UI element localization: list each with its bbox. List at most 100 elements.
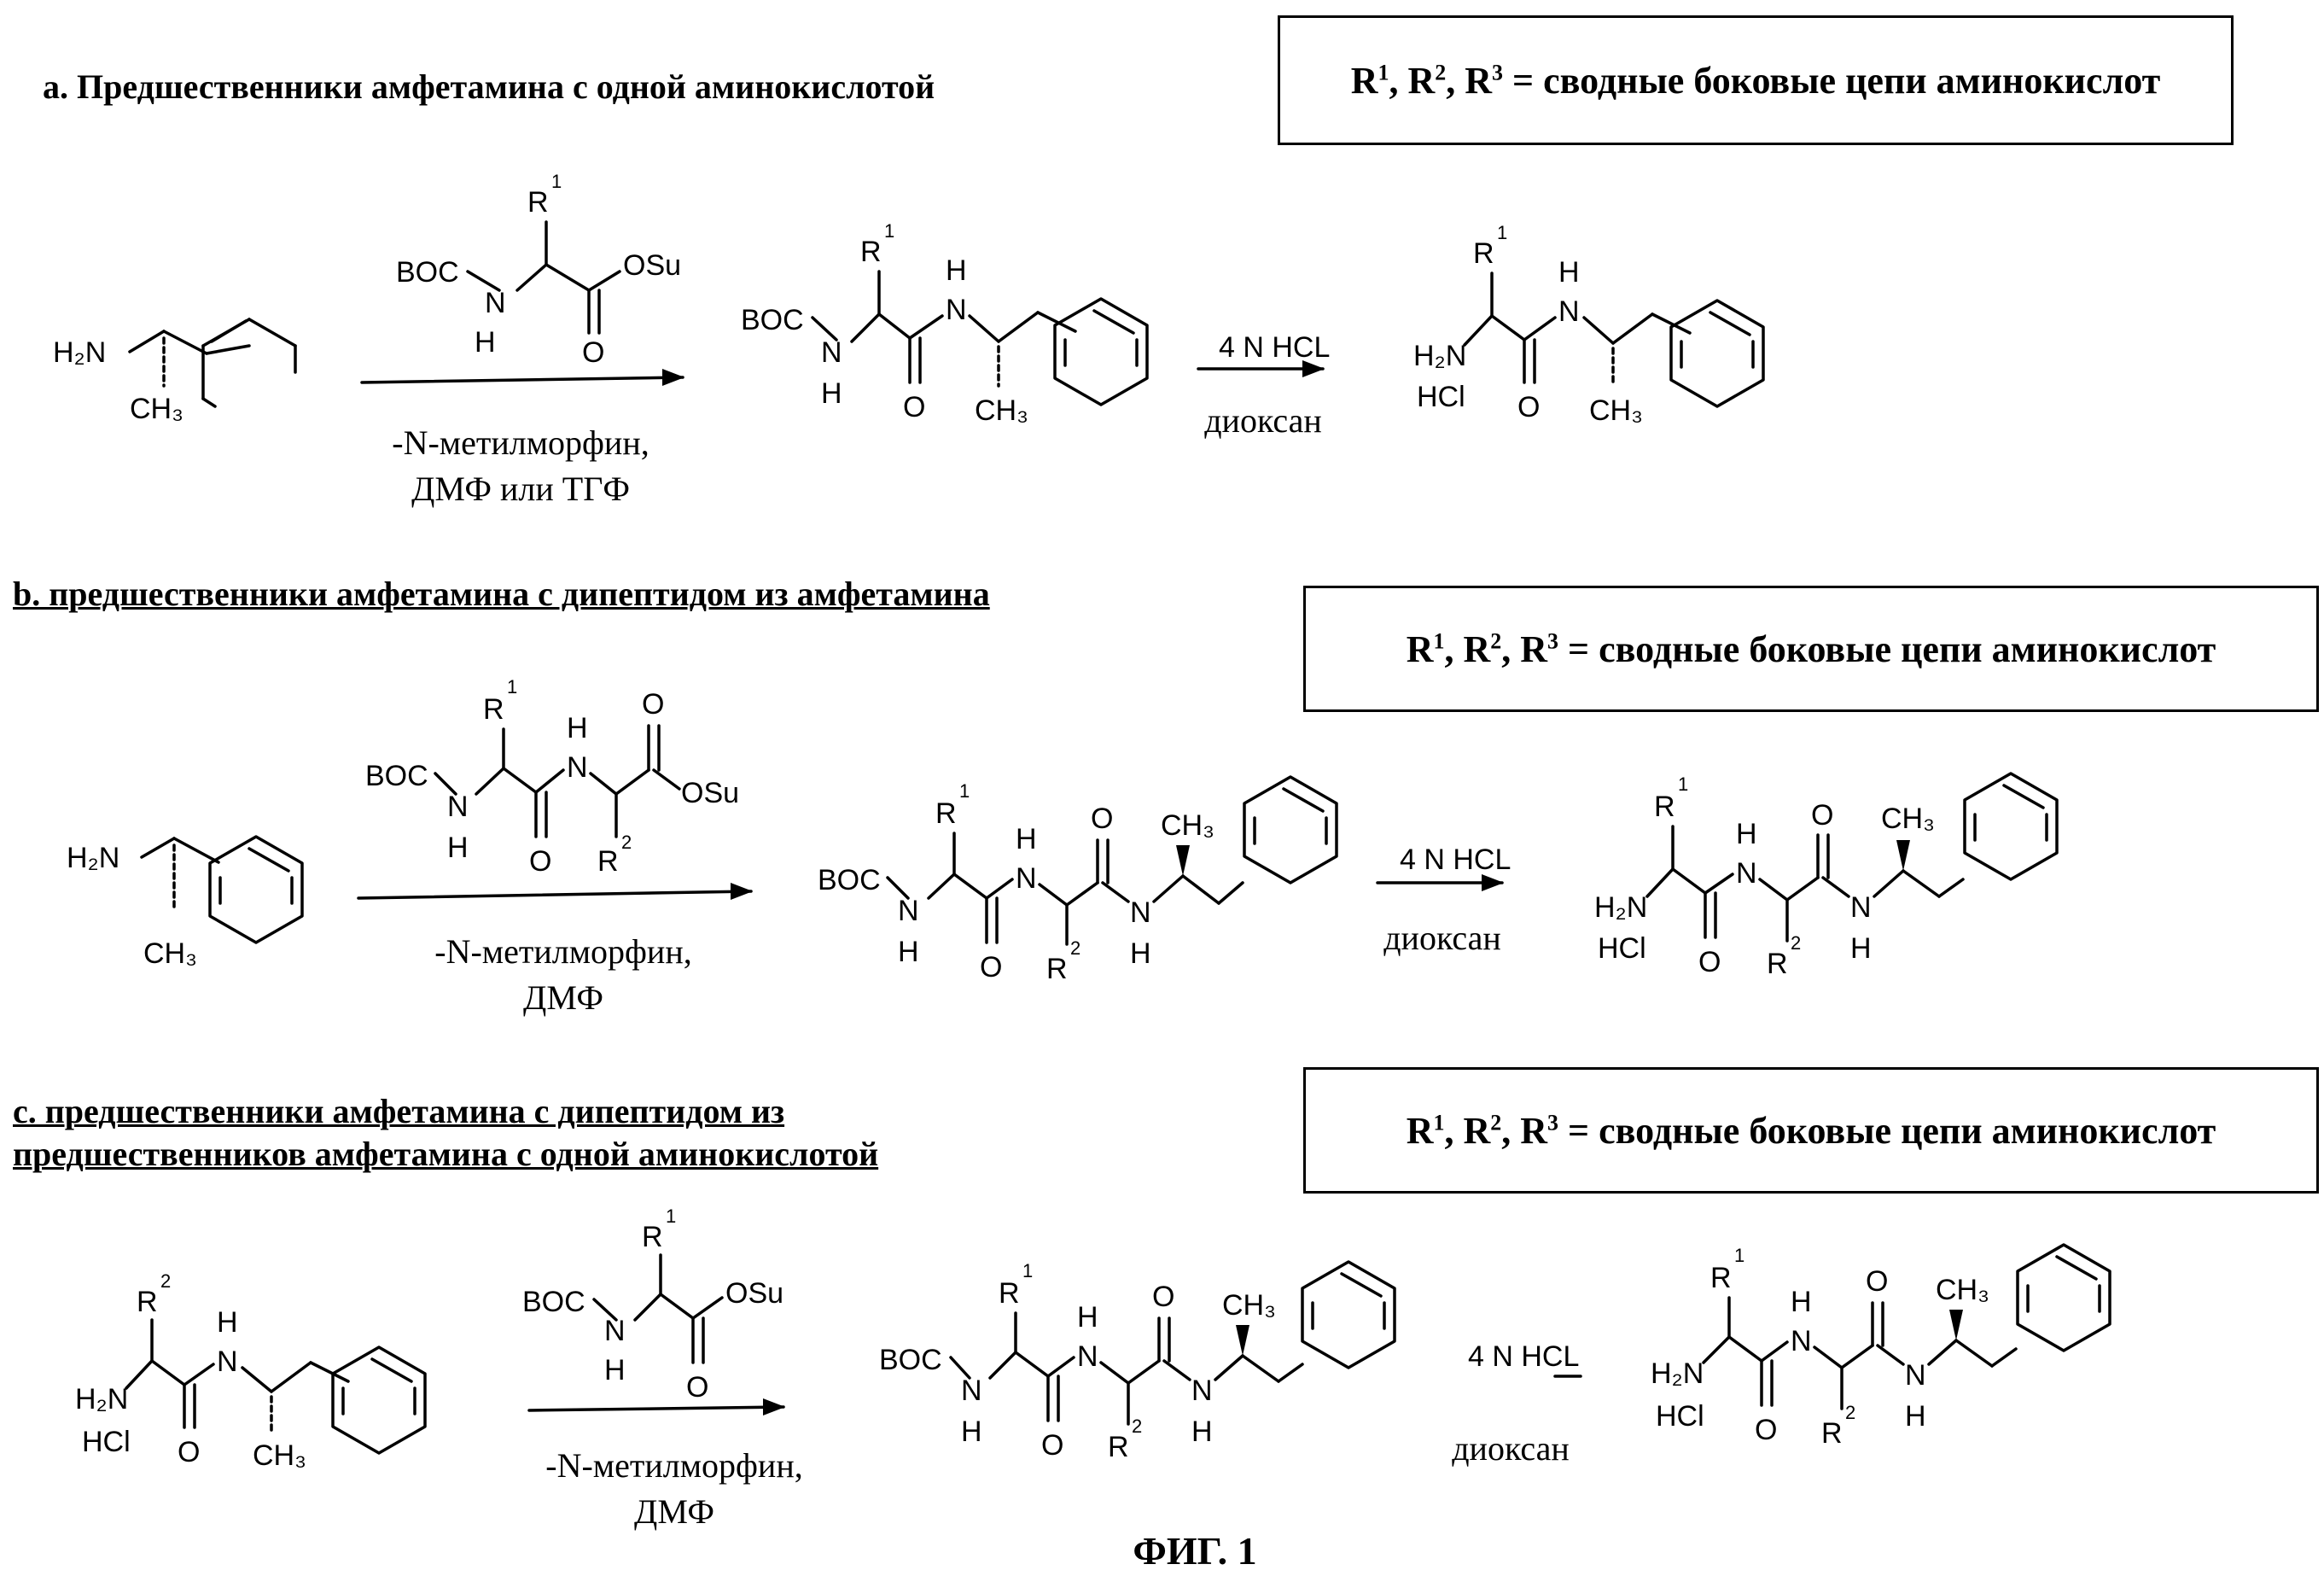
svg-text:1: 1 xyxy=(1678,773,1688,795)
svg-text:BOC: BOC xyxy=(396,256,459,289)
svg-text:R: R xyxy=(999,1277,1020,1310)
svg-text:H₂N: H₂N xyxy=(53,336,106,369)
svg-text:O: O xyxy=(1811,799,1833,832)
svg-text:HCl: HCl xyxy=(82,1426,131,1458)
svg-text:N: N xyxy=(1191,1375,1213,1407)
svg-text:CH₃: CH₃ xyxy=(143,937,197,970)
section-b-coupling-arrow xyxy=(358,891,751,898)
svg-text:H: H xyxy=(898,936,919,968)
svg-text:BOC: BOC xyxy=(818,864,881,896)
svg-text:H₂N: H₂N xyxy=(67,842,119,874)
svg-text:N: N xyxy=(567,751,588,784)
svg-text:N: N xyxy=(485,287,506,319)
svg-text:H: H xyxy=(821,377,842,410)
svg-text:1: 1 xyxy=(507,676,517,698)
section-c-coupling-arrow xyxy=(529,1407,783,1410)
svg-text:H: H xyxy=(1791,1286,1812,1318)
svg-text:H: H xyxy=(567,712,588,744)
svg-text:H: H xyxy=(475,326,496,359)
svg-text:H: H xyxy=(1905,1400,1926,1433)
svg-text:O: O xyxy=(529,845,551,878)
svg-text:N: N xyxy=(1130,896,1151,929)
svg-text:O: O xyxy=(1698,946,1721,978)
svg-text:N: N xyxy=(1016,862,1037,895)
svg-text:N: N xyxy=(604,1315,626,1347)
svg-text:1: 1 xyxy=(959,780,970,802)
svg-text:CH₃: CH₃ xyxy=(130,393,183,425)
svg-text:H: H xyxy=(1736,818,1757,850)
svg-text:1: 1 xyxy=(551,171,562,192)
svg-text:2: 2 xyxy=(1070,937,1080,959)
svg-text:CH₃: CH₃ xyxy=(1589,394,1643,427)
svg-text:O: O xyxy=(178,1436,200,1468)
svg-text:1: 1 xyxy=(1497,222,1507,243)
svg-text:R: R xyxy=(527,186,549,219)
svg-text:R: R xyxy=(1821,1417,1843,1450)
svg-text:R: R xyxy=(483,693,504,726)
svg-text:O: O xyxy=(686,1371,708,1404)
svg-text:OSu: OSu xyxy=(681,777,739,809)
svg-text:BOC: BOC xyxy=(741,304,804,336)
svg-text:N: N xyxy=(1558,295,1580,328)
svg-text:N: N xyxy=(1077,1340,1098,1373)
svg-text:H₂N: H₂N xyxy=(75,1383,128,1415)
svg-text:N: N xyxy=(1850,891,1872,924)
svg-text:N: N xyxy=(898,895,919,927)
svg-text:N: N xyxy=(946,294,967,326)
svg-text:H: H xyxy=(1130,937,1151,970)
svg-text:R: R xyxy=(860,236,882,268)
svg-text:CH₃: CH₃ xyxy=(975,394,1028,427)
svg-text:2: 2 xyxy=(1132,1415,1142,1437)
svg-text:O: O xyxy=(1517,391,1540,423)
section-b-boc-dipeptide-reagent: BOC N H R 1 O N H R 2 O OSu xyxy=(365,676,739,878)
svg-text:1: 1 xyxy=(1734,1245,1744,1266)
section-b-amphetamine: H₂N CH₃ xyxy=(67,837,302,970)
svg-text:R: R xyxy=(597,845,619,878)
svg-text:CH₃: CH₃ xyxy=(1881,803,1935,835)
section-b-deprotection-arrow: 4 N HCL xyxy=(1378,843,1511,891)
svg-text:CH₃: CH₃ xyxy=(253,1439,306,1472)
svg-text:2: 2 xyxy=(160,1270,171,1292)
section-a-boc-reagent: BOC N H R 1 O OSu xyxy=(396,171,681,369)
svg-text:1: 1 xyxy=(666,1205,676,1227)
svg-text:HCl: HCl xyxy=(1598,932,1646,965)
svg-text:2: 2 xyxy=(621,832,632,853)
svg-text:N: N xyxy=(1791,1325,1812,1357)
svg-text:R: R xyxy=(935,797,957,830)
svg-text:1: 1 xyxy=(884,220,894,242)
svg-text:H: H xyxy=(1016,823,1037,855)
svg-text:H: H xyxy=(946,254,967,287)
svg-text:OSu: OSu xyxy=(725,1277,783,1310)
section-c-product: H₂N HCl R 1 O N H R 2 O N H CH₃ xyxy=(1651,1245,2110,1450)
svg-text:CH₃: CH₃ xyxy=(1936,1274,1989,1306)
section-c-boc-intermediate: BOC N H R 1 O N H R 2 O N H CH₃ xyxy=(879,1260,1395,1463)
svg-text:O: O xyxy=(1152,1281,1174,1313)
svg-text:2: 2 xyxy=(1791,932,1801,954)
svg-text:O: O xyxy=(642,688,664,721)
svg-text:O: O xyxy=(1041,1429,1063,1462)
section-a-amphetamine: H₂N CH₃ xyxy=(53,319,295,425)
svg-text:H₂N: H₂N xyxy=(1651,1357,1704,1390)
section-c-boc-reagent: BOC N H R 1 O OSu xyxy=(522,1205,783,1404)
section-a-coupling-arrow xyxy=(362,377,683,382)
svg-text:O: O xyxy=(1755,1414,1777,1446)
section-a-product: H₂N HCl R 1 O N H CH₃ xyxy=(1413,222,1763,427)
svg-text:N: N xyxy=(447,791,469,823)
svg-text:BOC: BOC xyxy=(879,1344,942,1376)
svg-text:4 N HCL: 4 N HCL xyxy=(1219,331,1330,364)
svg-text:R: R xyxy=(1046,953,1068,985)
svg-text:H: H xyxy=(447,832,469,864)
section-b-product: H₂N HCl R 1 O N H R 2 O N H CH₃ xyxy=(1594,773,2057,980)
svg-text:R: R xyxy=(642,1221,663,1253)
svg-text:CH₃: CH₃ xyxy=(1161,809,1214,842)
svg-text:R: R xyxy=(1767,948,1788,980)
svg-text:HCl: HCl xyxy=(1656,1400,1704,1433)
svg-text:H: H xyxy=(1077,1301,1098,1334)
svg-text:H₂N: H₂N xyxy=(1594,891,1647,924)
svg-text:H: H xyxy=(1558,256,1580,289)
svg-text:4 N HCL: 4 N HCL xyxy=(1400,843,1511,876)
svg-text:1: 1 xyxy=(1022,1260,1033,1281)
section-a-deprotection-arrow: 4 N HCL xyxy=(1198,331,1330,377)
svg-text:BOC: BOC xyxy=(522,1286,585,1318)
